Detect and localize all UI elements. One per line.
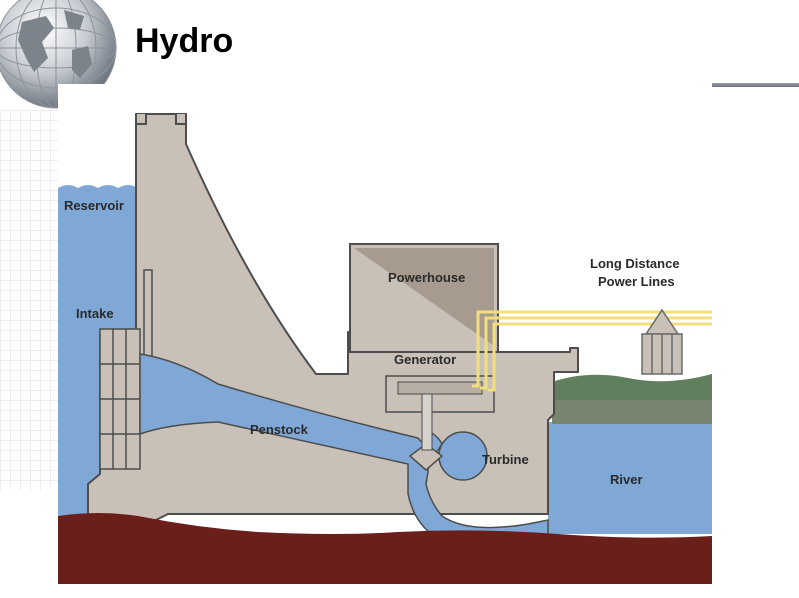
label-river: River — [610, 472, 643, 487]
title-divider — [712, 83, 799, 87]
turbine-shaft — [421, 393, 433, 451]
hydro-dam-diagram: Reservoir Intake Penstock Powerhouse Gen… — [58, 84, 712, 584]
turbine-runner — [408, 443, 444, 471]
transmission-tower — [641, 308, 683, 375]
globe-logo — [0, 0, 117, 109]
label-reservoir: Reservoir — [64, 198, 124, 213]
label-generator: Generator — [394, 352, 456, 367]
label-intake: Intake — [76, 306, 114, 321]
penstock — [139, 353, 549, 544]
powerhouse-roof — [354, 248, 494, 346]
power-lines — [472, 310, 712, 392]
label-turbine: Turbine — [482, 452, 529, 467]
bedrock — [58, 513, 712, 584]
slide-title: Hydro — [135, 22, 234, 60]
label-power-lines-line1: Long Distance — [590, 256, 680, 271]
label-powerhouse: Powerhouse — [388, 270, 465, 285]
label-penstock: Penstock — [250, 422, 309, 437]
intake-grille — [99, 328, 141, 470]
label-power-lines-line2: Power Lines — [598, 274, 675, 289]
river-water — [548, 422, 712, 534]
turbine-housing — [438, 431, 488, 481]
